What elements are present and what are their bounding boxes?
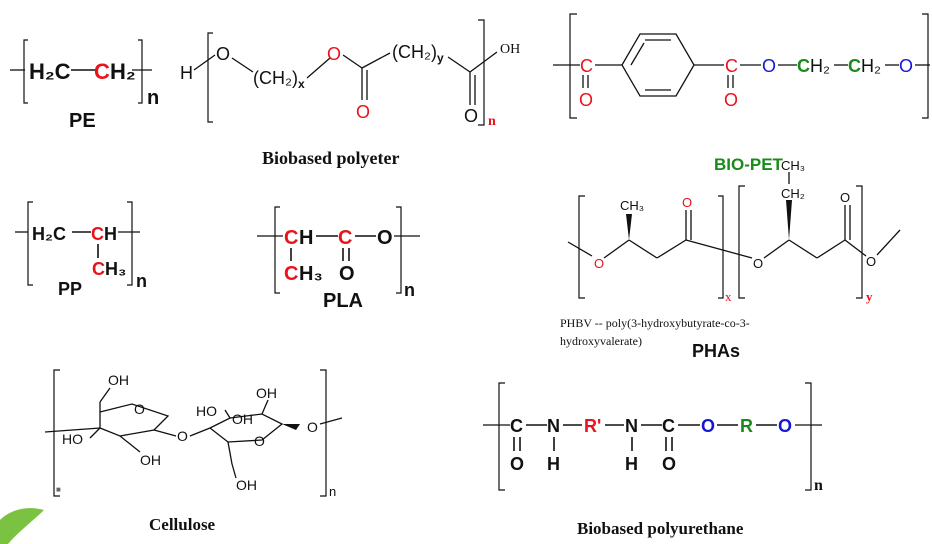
phbv-structure: O CH₃ O x O CH₂ CH₃ O O y PHBV -- poly(3…: [560, 158, 901, 361]
pp-h: H: [104, 224, 117, 244]
biopet-o2: O: [899, 56, 913, 76]
biopolyester-structure: H O (CH₂) x O O (CH₂) y O OH n Biobased …: [180, 19, 520, 168]
cellulose-o-ring2: O: [254, 433, 265, 449]
phbv-o-dbl2: O: [840, 190, 850, 205]
biopolyester-y: y: [437, 51, 444, 65]
biopet-o1: O: [762, 56, 776, 76]
biopet-ch2a-c: C: [797, 56, 810, 76]
biopet-structure: C O C O O C H₂ C H₂ O BIO-PET: [553, 13, 930, 174]
pe-c: C: [94, 59, 110, 84]
phbv-ch3a: CH₃: [620, 198, 644, 213]
pp-name: PP: [58, 279, 82, 299]
phbv-caption-line2: hydroxyvalerate): [560, 334, 642, 348]
pe-h2: H₂: [110, 59, 136, 84]
biopolyester-x: x: [298, 77, 305, 91]
biopet-o-dbl1: O: [579, 90, 593, 110]
biopet-o-dbl2: O: [724, 90, 738, 110]
biopolyester-n: n: [488, 114, 496, 129]
polyurethane-structure: C O N H R' N H C O O R O n Biobased poly…: [483, 382, 823, 538]
pu-c1: C: [510, 416, 523, 436]
pla-h: H: [299, 227, 313, 249]
biopet-ch2b-h: H₂: [861, 56, 881, 76]
pu-o2: O: [778, 416, 792, 436]
pla-ch3h: H₃: [299, 263, 323, 285]
biopet-ch2b-c: C: [848, 56, 861, 76]
pp-ch3c: C: [92, 259, 105, 279]
cellulose-bracket-mark-left: ■: [56, 485, 61, 494]
cellulose-o-ring1: O: [134, 401, 145, 417]
phbv-o3: O: [866, 254, 876, 269]
pe-n: n: [147, 87, 159, 109]
cellulose-oh1: OH: [108, 372, 129, 388]
pp-n: n: [136, 271, 147, 291]
pu-n: n: [814, 477, 823, 494]
pu-n1: N: [547, 416, 560, 436]
cellulose-o-link: O: [177, 428, 188, 444]
biopet-ch2a-h: H₂: [810, 56, 830, 76]
leaf-decoration: [0, 508, 44, 544]
pla-c2: C: [338, 227, 352, 249]
biopolyester-oh: OH: [500, 42, 520, 57]
pla-n: n: [404, 280, 415, 300]
pu-name: Biobased polyurethane: [577, 519, 744, 538]
pu-o1: O: [701, 416, 715, 436]
phbv-ch2: CH₂: [781, 186, 805, 201]
pu-c2: C: [662, 416, 675, 436]
phbv-y: y: [866, 289, 873, 304]
cellulose-n: n: [329, 484, 336, 499]
pp-h2c: H₂C: [32, 224, 66, 244]
phbv-o-dbl1: O: [682, 195, 692, 210]
biopolyester-o4: O: [464, 106, 478, 126]
phbv-x: x: [725, 289, 732, 304]
pla-o: O: [377, 227, 393, 249]
cellulose-ho2: HO: [196, 403, 217, 419]
pu-r: R: [740, 416, 753, 436]
cellulose-ho1: HO: [62, 431, 83, 447]
pla-structure: C H C O C H₃ O n PLA: [257, 206, 420, 312]
pp-c: C: [91, 224, 104, 244]
biopolyester-o1: O: [216, 44, 230, 64]
cellulose-oh4: OH: [232, 411, 253, 427]
pe-name: PE: [69, 110, 96, 132]
biopet-c1: C: [580, 56, 593, 76]
pe-structure: H₂C C H₂ n PE: [10, 39, 159, 132]
cellulose-o-end: O: [307, 419, 318, 435]
biopet-name: BIO-PET: [714, 155, 784, 174]
pu-o-dbl2: O: [662, 454, 676, 474]
pu-rp: R': [584, 416, 601, 436]
pp-structure: H₂C C H C H₃ n PP: [15, 201, 147, 299]
biopolyester-h: H: [180, 63, 193, 83]
cellulose-name: Cellulose: [149, 515, 216, 534]
biopolyester-o2: O: [327, 44, 341, 64]
cellulose-oh3: OH: [256, 385, 277, 401]
pla-c1: C: [284, 227, 298, 249]
pla-name: PLA: [323, 290, 363, 312]
biopolyester-name: Biobased polyeter: [262, 148, 400, 168]
biopolyester-ch2x: (CH₂): [253, 68, 298, 88]
pla-o-dbl: O: [339, 263, 355, 285]
biopolyester-o3: O: [356, 102, 370, 122]
biopet-c2: C: [725, 56, 738, 76]
phbv-ch3b: CH₃: [781, 158, 805, 173]
phbv-o1: O: [594, 256, 604, 271]
pu-h2: H: [625, 454, 638, 474]
cellulose-oh2: OH: [140, 452, 161, 468]
pe-h2c: H₂C: [29, 59, 71, 84]
phbv-name: PHAs: [692, 341, 740, 361]
pla-ch3c: C: [284, 263, 298, 285]
phbv-caption-line1: PHBV -- poly(3-hydroxybutyrate-co-3-: [560, 316, 750, 330]
cellulose-oh5: OH: [236, 477, 257, 493]
pu-h1: H: [547, 454, 560, 474]
pp-ch3h: H₃: [105, 259, 126, 279]
cellulose-structure: ■ OH O HO OH O HO OH OH O O OH n Cellulo…: [44, 369, 343, 534]
phbv-o2: O: [753, 256, 763, 271]
pu-n2: N: [625, 416, 638, 436]
biopolyester-ch2y: (CH₂): [392, 42, 437, 62]
pu-o-dbl1: O: [510, 454, 524, 474]
